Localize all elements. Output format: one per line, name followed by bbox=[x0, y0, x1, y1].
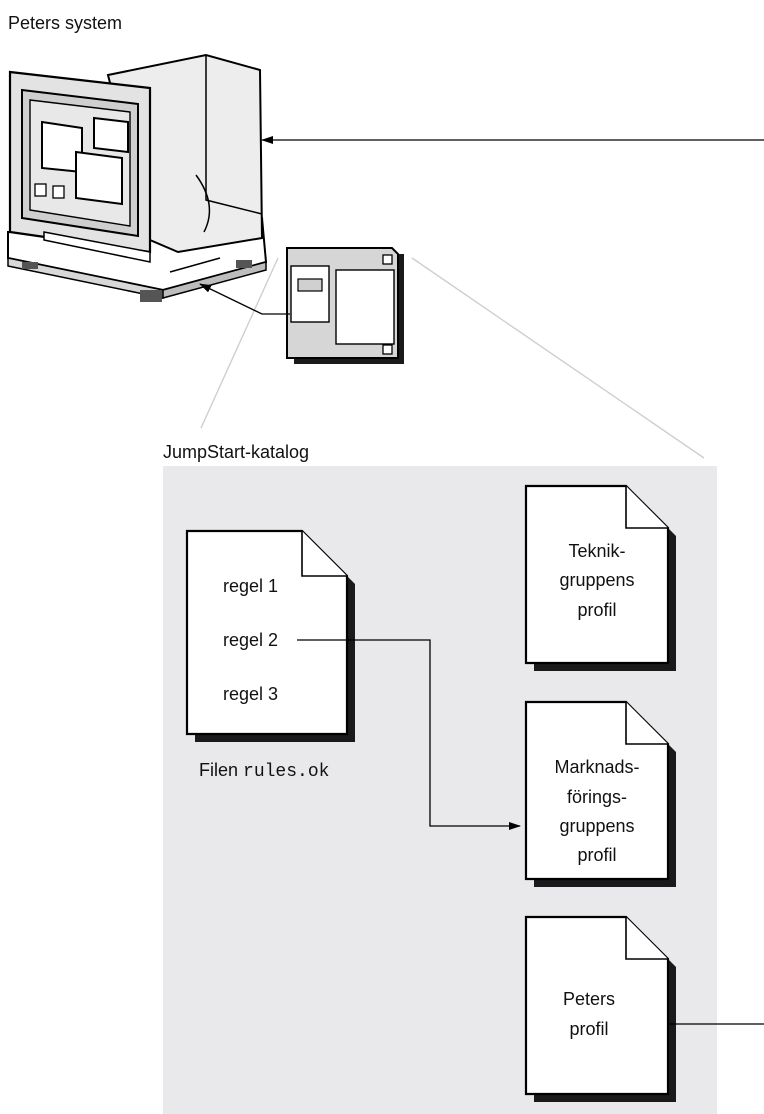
rule-line-2: regel 2 bbox=[223, 630, 278, 650]
floppy-insert-arrow bbox=[199, 283, 290, 315]
profile-peter-line-1: Peters bbox=[563, 989, 615, 1009]
caption-filename: rules.ok bbox=[243, 762, 329, 782]
profile-marketing-line-3: gruppens bbox=[559, 816, 634, 836]
profile-document-peter bbox=[524, 915, 676, 1102]
guide-line-right bbox=[411, 257, 705, 459]
profile-tech-line-2: gruppens bbox=[559, 570, 634, 590]
profile-document-marketing bbox=[524, 700, 676, 887]
profile-peter-line-2: profil bbox=[569, 1019, 608, 1039]
profile-tech-line-1: Teknik- bbox=[568, 541, 625, 561]
profile-tech-line-3: profil bbox=[577, 600, 616, 620]
rule-line-3: regel 3 bbox=[223, 684, 278, 704]
profile-marketing-line-4: profil bbox=[577, 845, 616, 865]
system-label: Peters system bbox=[8, 13, 122, 33]
rules-file bbox=[185, 529, 355, 742]
rule-match-arrow bbox=[297, 639, 521, 830]
profile-marketing-line-2: förings- bbox=[567, 787, 627, 807]
directory-label: JumpStart-katalog bbox=[163, 442, 309, 462]
floppy-disk-icon bbox=[286, 247, 404, 364]
guide-line-left bbox=[200, 257, 279, 429]
profile-marketing-line-1: Marknads- bbox=[554, 757, 639, 777]
computer-icon bbox=[7, 53, 268, 302]
profile-document-tech bbox=[524, 484, 676, 671]
rule-line-1: regel 1 bbox=[223, 576, 278, 596]
caption-prefix: Filen bbox=[199, 760, 238, 780]
